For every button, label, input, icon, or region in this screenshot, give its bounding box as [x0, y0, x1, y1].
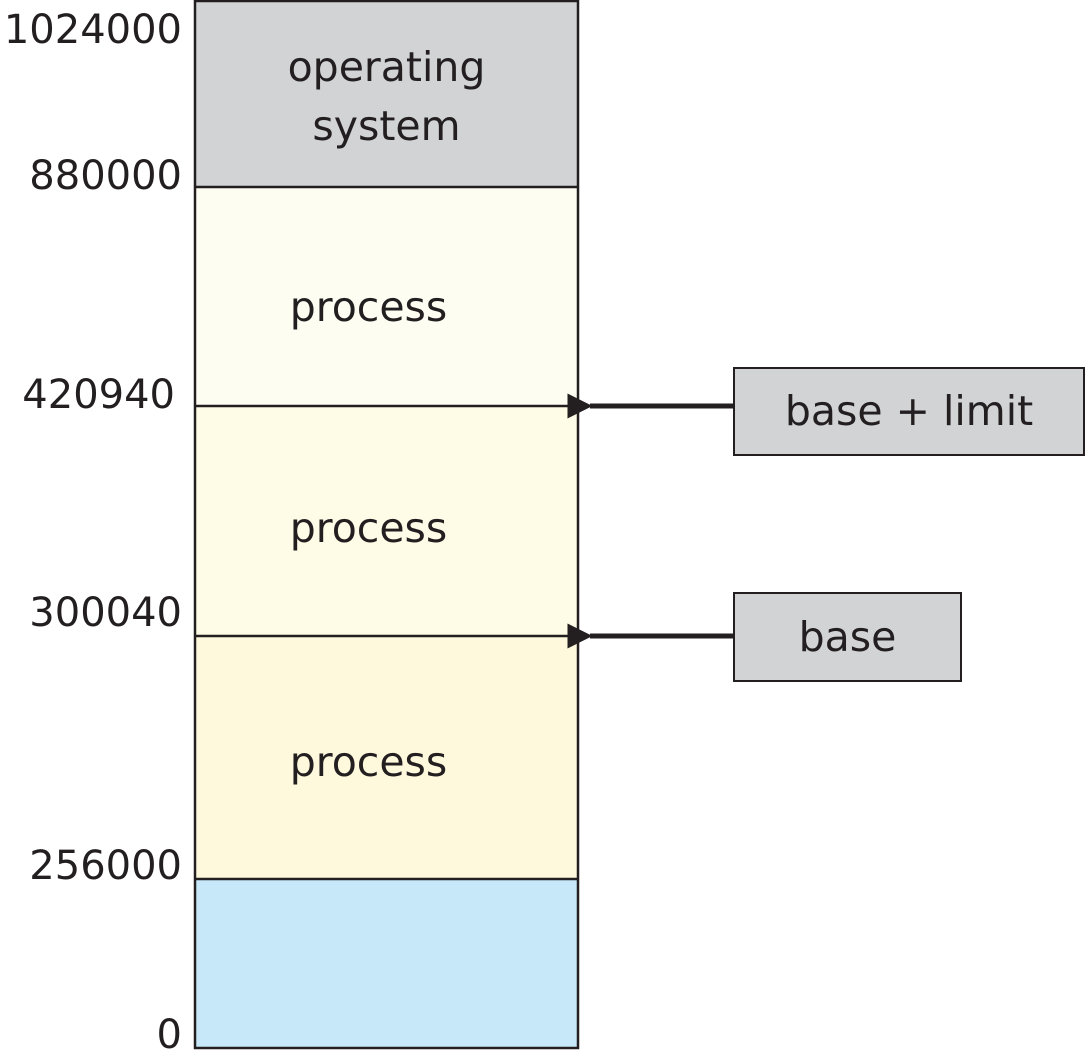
- process-region-bottom: [195, 636, 578, 879]
- limit-register-box: base + limit: [733, 367, 1085, 456]
- process-label-top: process: [289, 283, 448, 331]
- address-label-420940: 420940: [22, 372, 175, 418]
- os-region: [195, 1, 578, 187]
- os-label-line1: operating: [287, 43, 486, 91]
- process-label-middle: process: [289, 504, 448, 552]
- memory-outline: [193, 0, 580, 1050]
- address-label-1024000: 1024000: [3, 7, 182, 53]
- limit-register-label: base + limit: [784, 387, 1034, 435]
- os-label-line2: system: [312, 102, 461, 150]
- address-label-256000: 256000: [29, 843, 182, 889]
- address-label-0: 0: [156, 1012, 182, 1058]
- low-memory-region: [195, 879, 578, 1048]
- base-register-box: base: [733, 592, 962, 682]
- os-region-label: operating system: [196, 38, 577, 156]
- process-label-bottom: process: [289, 738, 448, 786]
- process-region-top: [195, 187, 578, 406]
- address-label-300040: 300040: [29, 590, 182, 636]
- base-register-label: base: [798, 612, 897, 661]
- process-region-middle: [195, 406, 578, 636]
- address-label-880000: 880000: [29, 153, 182, 199]
